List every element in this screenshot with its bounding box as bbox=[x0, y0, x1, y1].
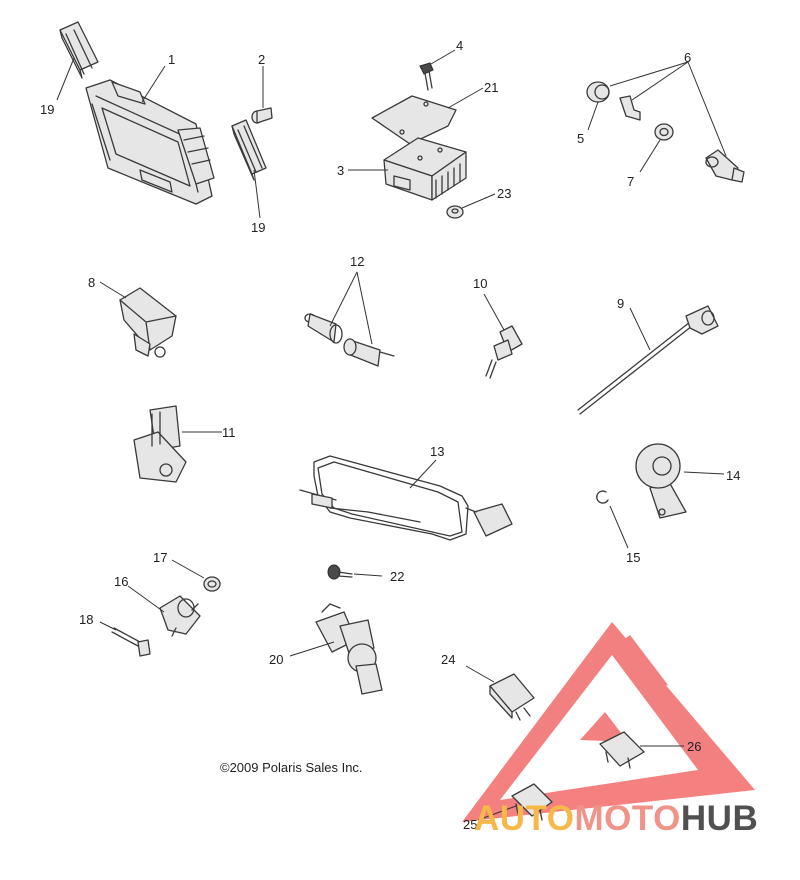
callout-7: 7 bbox=[627, 174, 634, 189]
part-22-screw bbox=[327, 564, 353, 580]
callout-26: 26 bbox=[687, 739, 701, 754]
callout-25: 25 bbox=[463, 817, 477, 832]
callout-3: 3 bbox=[337, 163, 344, 178]
callout-2: 2 bbox=[258, 52, 265, 67]
callout-19-lower: 19 bbox=[251, 220, 265, 235]
part-17-o-ring bbox=[203, 576, 221, 592]
part-4-screw bbox=[419, 62, 434, 91]
watermark-text-moto: MOTO bbox=[575, 799, 681, 838]
part-21-cover bbox=[371, 95, 457, 145]
part-16-speed-sensor bbox=[159, 595, 201, 637]
callout-5: 5 bbox=[577, 131, 584, 146]
watermark-logo bbox=[462, 622, 755, 822]
part-2-pin bbox=[251, 107, 273, 124]
callout-8: 8 bbox=[88, 275, 95, 290]
part-5-plug bbox=[586, 81, 610, 103]
callout-14: 14 bbox=[726, 468, 740, 483]
part-3-module bbox=[383, 137, 467, 201]
part-24-relay bbox=[489, 673, 535, 721]
callout-15: 15 bbox=[626, 550, 640, 565]
part-20-actuator bbox=[315, 603, 383, 695]
callout-24: 24 bbox=[441, 652, 455, 667]
callout-9: 9 bbox=[617, 296, 624, 311]
part-10-temp-sensor bbox=[485, 325, 523, 379]
callout-1: 1 bbox=[168, 52, 175, 67]
part-23-nut bbox=[446, 205, 464, 219]
callout-20: 20 bbox=[269, 652, 283, 667]
callout-21: 21 bbox=[484, 80, 498, 95]
callout-13: 13 bbox=[430, 444, 444, 459]
part-12-sleeve-a bbox=[304, 313, 343, 344]
part-12-sleeve-b bbox=[343, 338, 395, 367]
part-6-bracket bbox=[619, 95, 641, 121]
callout-12: 12 bbox=[350, 254, 364, 269]
callout-4: 4 bbox=[456, 38, 463, 53]
part-7-washer bbox=[654, 123, 674, 141]
callout-18: 18 bbox=[79, 612, 93, 627]
callout-labels: 1 2 3 4 5 6 7 8 9 10 11 12 13 14 15 16 1… bbox=[40, 38, 740, 832]
callout-10: 10 bbox=[473, 276, 487, 291]
part-13-harness bbox=[299, 455, 513, 541]
callout-19-upper: 19 bbox=[40, 102, 54, 117]
callout-23: 23 bbox=[497, 186, 511, 201]
part-26-relay bbox=[599, 731, 645, 769]
watermark-triangle-icon bbox=[462, 622, 755, 822]
callout-6: 6 bbox=[684, 50, 691, 65]
callout-22: 22 bbox=[390, 569, 404, 584]
copyright-notice: ©2009 Polaris Sales Inc. bbox=[220, 760, 363, 775]
part-6-sensor bbox=[705, 149, 745, 183]
part-19-bracket-upper bbox=[59, 21, 99, 79]
part-8-map-sensor bbox=[119, 287, 177, 358]
watermark-text-hub: HUB bbox=[681, 799, 758, 838]
part-15-clip bbox=[596, 490, 609, 504]
part-25-relay bbox=[511, 783, 553, 821]
part-11-throttle-sensor bbox=[133, 405, 187, 483]
part-19-bracket-lower bbox=[231, 119, 267, 181]
part-9-probe bbox=[577, 305, 719, 415]
watermark-text: AUTOMOTOHUB bbox=[474, 799, 758, 838]
part-18-bolt bbox=[111, 627, 151, 657]
part-14-knock-sensor bbox=[635, 443, 687, 519]
callout-11: 11 bbox=[222, 425, 236, 440]
part-1-ecu bbox=[85, 79, 215, 205]
watermark-text-auto: AUTO bbox=[474, 799, 575, 838]
callout-16: 16 bbox=[114, 574, 128, 589]
callout-17: 17 bbox=[153, 550, 167, 565]
